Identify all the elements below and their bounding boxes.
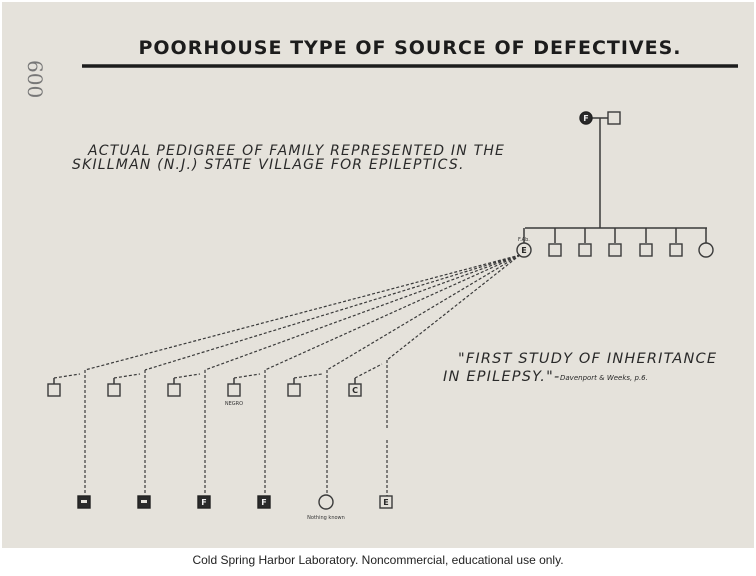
child-3-label: F bbox=[201, 498, 206, 507]
child-4-square bbox=[257, 495, 271, 509]
descent-dashed-line bbox=[386, 254, 521, 361]
mother-symbol bbox=[579, 111, 593, 125]
quote-line-1: "FIRST STUDY OF INHERITANCE bbox=[458, 351, 717, 367]
descent-dashed-line bbox=[204, 254, 521, 371]
child-3-square bbox=[197, 495, 211, 509]
sibling-3-square bbox=[578, 243, 592, 257]
mate-connector bbox=[53, 373, 81, 379]
sibling-row: E F.Ab. bbox=[516, 228, 714, 258]
descent-dashed-line bbox=[326, 254, 521, 371]
mate-5-square bbox=[287, 383, 301, 397]
child-mark bbox=[141, 500, 147, 503]
sibling-5-square bbox=[639, 243, 653, 257]
sibling-note: F.Ab. bbox=[518, 237, 530, 243]
mother-label: F bbox=[583, 114, 588, 123]
mate-6-label: C bbox=[352, 386, 358, 395]
sibling-4-square bbox=[608, 243, 622, 257]
sibling-6-square bbox=[669, 243, 683, 257]
child-6-square bbox=[379, 495, 393, 509]
mate-2-square bbox=[107, 383, 121, 397]
descendant-generation: F NEGRO F Nothing known C E bbox=[47, 254, 521, 521]
child-note: Nothing known bbox=[307, 515, 345, 521]
mate-connector bbox=[233, 373, 261, 379]
mate-connector bbox=[113, 373, 141, 379]
child-6-label: E bbox=[383, 498, 388, 507]
footer-credit: Cold Spring Harbor Laboratory. Noncommer… bbox=[192, 553, 564, 567]
mate-connector bbox=[293, 373, 323, 379]
sibling-1-circle bbox=[516, 242, 532, 258]
subtitle-line-2: SKILLMAN (N.J.) STATE VILLAGE FOR EPILEP… bbox=[72, 157, 465, 173]
mate-4-square bbox=[227, 383, 241, 397]
mate-3-square bbox=[167, 383, 181, 397]
father-symbol bbox=[607, 111, 621, 125]
quote-citation: Davenport & Weeks, p.6. bbox=[560, 374, 648, 382]
descent-dashed-line bbox=[144, 254, 521, 371]
mate-1-square bbox=[47, 383, 61, 397]
quote-line-2: IN EPILEPSY."- bbox=[443, 369, 560, 385]
child-5-circle bbox=[318, 494, 334, 510]
mate-6-square bbox=[348, 383, 362, 397]
mate-connector bbox=[354, 363, 383, 379]
document-card bbox=[2, 2, 754, 548]
sibling-1-label: E bbox=[521, 246, 526, 255]
subtitle-line-1: ACTUAL PEDIGREE OF FAMILY REPRESENTED IN… bbox=[87, 143, 505, 159]
sibling-7-circle bbox=[698, 242, 714, 258]
mate-note: NEGRO bbox=[225, 401, 243, 407]
child-mark bbox=[81, 500, 87, 503]
pedigree-diagram: 600 POORHOUSE TYPE OF SOURCE OF DEFECTIV… bbox=[23, 37, 738, 521]
page-title: POORHOUSE TYPE OF SOURCE OF DEFECTIVES. bbox=[138, 37, 681, 59]
child-4-label: F bbox=[261, 498, 266, 507]
sibling-2-square bbox=[548, 243, 562, 257]
mate-connector bbox=[173, 373, 201, 379]
descent-dashed-line bbox=[264, 254, 521, 371]
handwritten-number: 600 bbox=[23, 60, 47, 98]
descent-dashed-line bbox=[84, 254, 521, 371]
